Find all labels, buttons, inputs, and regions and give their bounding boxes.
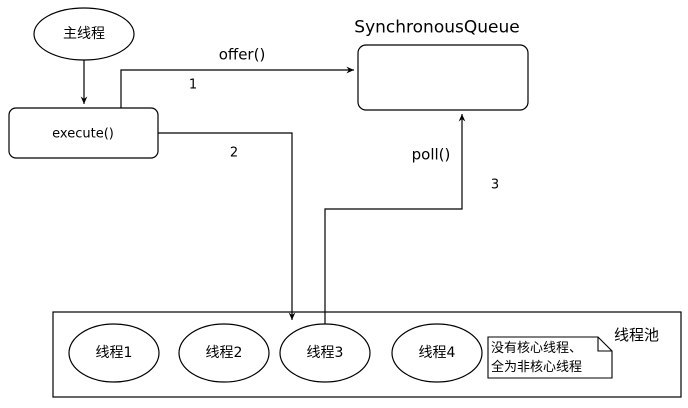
pool-label: 线程池 <box>614 326 660 344</box>
note-line-2: 全为非核心线程 <box>491 360 583 375</box>
thread-3-label: 线程3 <box>306 345 344 361</box>
poll-label: poll() <box>411 145 451 164</box>
thread-4-node <box>391 323 483 383</box>
step-3-label: 3 <box>490 177 500 193</box>
edge-poll <box>324 114 466 324</box>
edge-offer <box>120 66 354 108</box>
step-1-label: 1 <box>188 77 198 93</box>
execute-label: execute() <box>52 126 114 142</box>
edge-create-thread <box>158 132 296 320</box>
thread-4-label: 线程4 <box>418 345 456 361</box>
thread-1-node <box>68 323 160 383</box>
thread-2-label: 线程2 <box>205 345 243 361</box>
note-shape <box>487 336 613 379</box>
thread-1-label: 线程1 <box>95 345 133 361</box>
note-fold <box>597 337 612 352</box>
main-thread-label: 主线程 <box>63 26 105 42</box>
queue-node <box>357 44 529 111</box>
queue-label: SynchronousQueue <box>354 17 520 38</box>
note-line-1: 没有核心线程、 <box>491 341 583 356</box>
offer-label: offer() <box>218 45 266 64</box>
thread-2-node <box>178 323 270 383</box>
step-2-label: 2 <box>229 145 239 161</box>
